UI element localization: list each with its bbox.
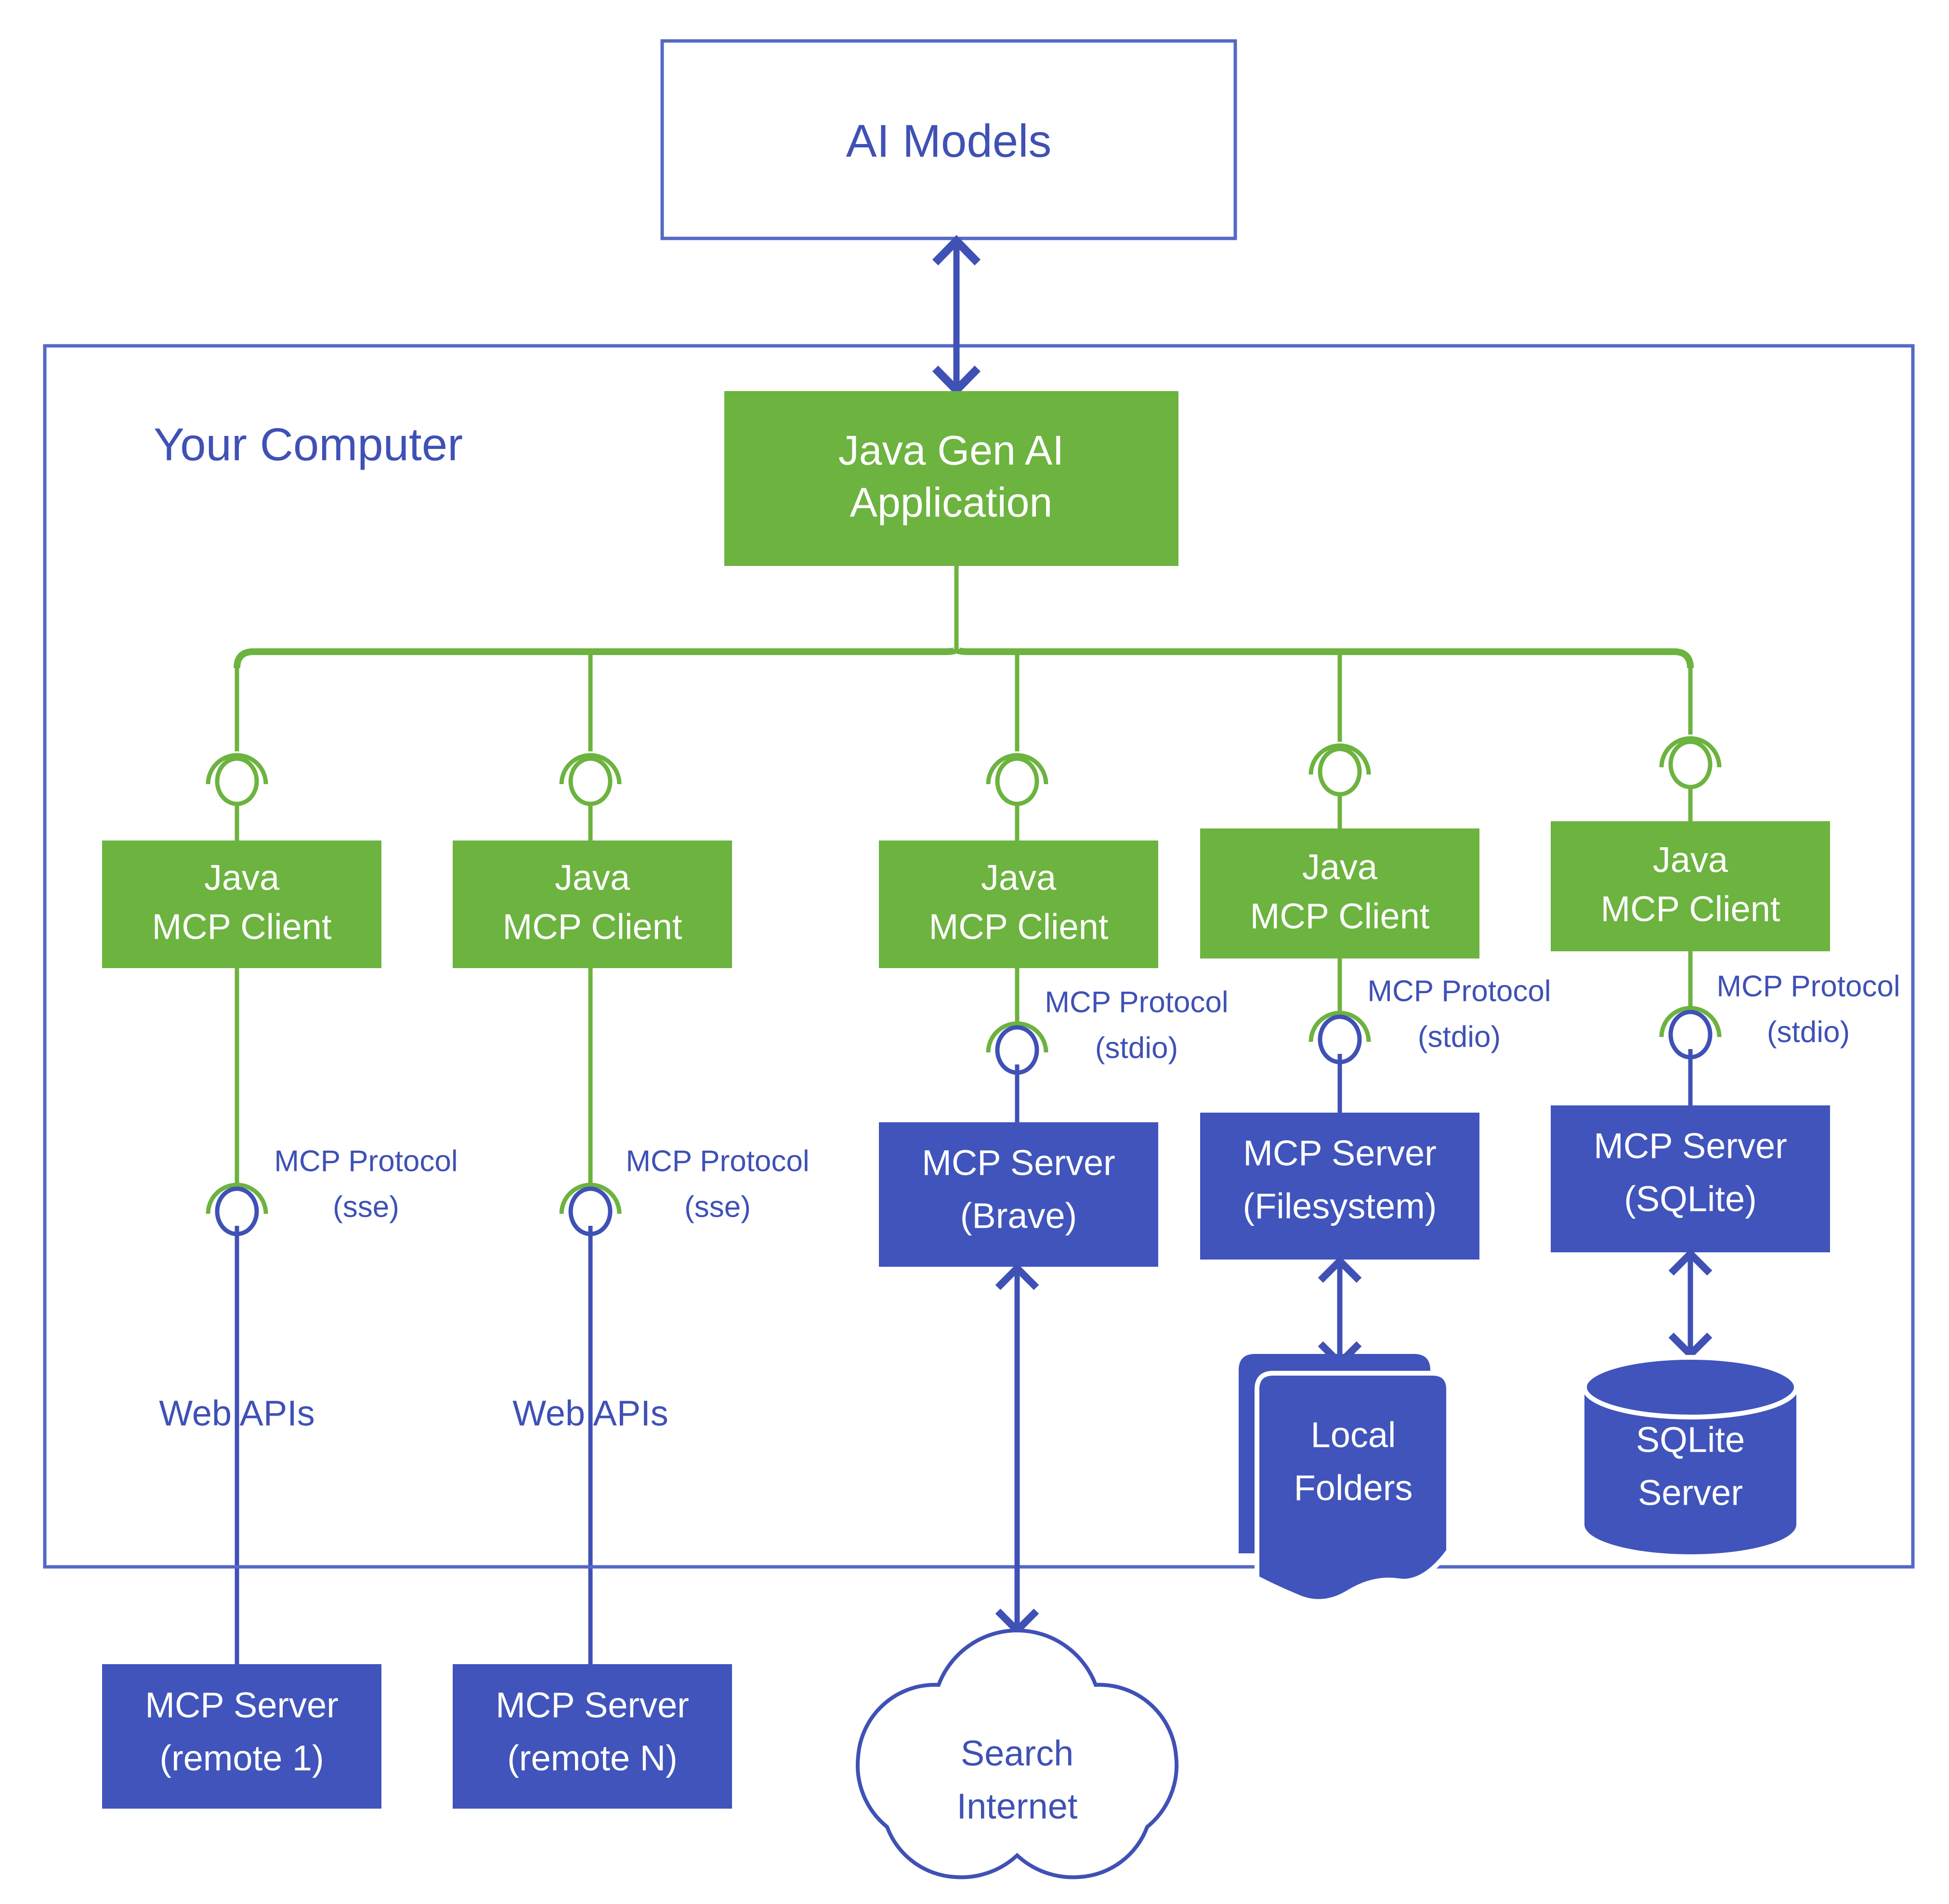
- protocol-label-stdio-2: MCP Protocol (stdio): [1367, 974, 1551, 1053]
- sqlite-server-icon[interactable]: SQLite Server: [1582, 1355, 1799, 1554]
- server-sqlite-line1: MCP Server: [1594, 1126, 1787, 1166]
- client-box-4[interactable]: [1200, 828, 1479, 959]
- application-label-line1: Java Gen AI: [838, 428, 1064, 474]
- client-1-label-line1: Java: [204, 858, 280, 898]
- proto-stdio-2-line2: (stdio): [1418, 1020, 1501, 1053]
- web-apis-label-2: Web APIs: [512, 1393, 668, 1433]
- client-5-label-line1: Java: [1653, 840, 1728, 880]
- client-2-label-line1: Java: [555, 858, 630, 898]
- ai-models-box: [660, 39, 1237, 240]
- client-4-label-line2: MCP Client: [1250, 896, 1430, 936]
- server-remote-n-line2: (remote N): [507, 1738, 678, 1778]
- java-mcp-client-1[interactable]: Java MCP Client: [102, 840, 381, 968]
- your-computer-boundary-box: [43, 344, 1915, 1569]
- java-mcp-client-3[interactable]: Java MCP Client: [879, 840, 1158, 968]
- socket-plug-icon-stdio-1: [986, 1021, 1048, 1075]
- server-brave-box[interactable]: [879, 1122, 1158, 1267]
- socket-plug-icon-3: [986, 753, 1048, 840]
- sqlite-server-line2: Server: [1638, 1473, 1743, 1513]
- socket-plug-icon-2: [559, 753, 622, 840]
- socket-plug-icon-5: [1659, 736, 1722, 821]
- protocol-label-sse-2: MCP Protocol (sse): [626, 1144, 809, 1223]
- socket-plug-icon-stdio-3: [1659, 1006, 1722, 1060]
- local-folders-line1: Local: [1311, 1415, 1396, 1455]
- server-remote-1-line1: MCP Server: [145, 1685, 339, 1725]
- your-computer-label: Your Computer: [154, 419, 463, 470]
- cloud-outline-shape: [855, 1628, 1179, 1879]
- ai-models-label: AI Models: [846, 115, 1052, 167]
- proto-stdio-1-line1: MCP Protocol: [1045, 985, 1228, 1019]
- java-mcp-client-2[interactable]: Java MCP Client: [453, 840, 732, 968]
- server-remote-1-box[interactable]: [102, 1664, 381, 1809]
- proto-sse-2-line1: MCP Protocol: [626, 1144, 809, 1178]
- java-mcp-client-4[interactable]: Java MCP Client: [1200, 828, 1479, 959]
- socket-plug-icon-stdio-2: [1308, 1011, 1371, 1064]
- client-box-2[interactable]: [453, 840, 732, 968]
- proto-sse-2-line2: (sse): [684, 1190, 751, 1223]
- server-sqlite-line2: (SQLite): [1624, 1179, 1757, 1219]
- server-remote-n-line1: MCP Server: [496, 1685, 689, 1725]
- server-brave-line2: (Brave): [960, 1196, 1077, 1236]
- java-mcp-client-5[interactable]: Java MCP Client: [1551, 821, 1830, 951]
- socket-plug-icon-sse-1: [206, 1182, 268, 1236]
- proto-stdio-3-line2: (stdio): [1767, 1015, 1850, 1049]
- folder-front-shape: [1255, 1371, 1451, 1604]
- client-to-sse-green-stems: [235, 968, 593, 1184]
- client-box-1[interactable]: [102, 840, 381, 968]
- mcp-server-remote-n[interactable]: MCP Server (remote N): [453, 1664, 732, 1809]
- cylinder-body: [1584, 1387, 1796, 1554]
- proto-sse-1-line1: MCP Protocol: [274, 1144, 458, 1178]
- cylinder-top-ellipse: [1582, 1355, 1799, 1419]
- ai-models-app-arrow: [932, 235, 981, 396]
- mcp-server-filesystem[interactable]: MCP Server (Filesystem): [1200, 1113, 1479, 1260]
- client-3-label-line1: Java: [981, 858, 1057, 898]
- server-sqlite-box[interactable]: [1551, 1105, 1830, 1252]
- search-internet-line2: Internet: [957, 1786, 1078, 1826]
- client-5-label-line2: MCP Client: [1601, 889, 1780, 929]
- server-remote-n-box[interactable]: [453, 1664, 732, 1809]
- java-gen-ai-application-box[interactable]: [724, 391, 1178, 566]
- application-label-line2: Application: [850, 480, 1053, 526]
- mcp-server-remote-1[interactable]: MCP Server (remote 1): [102, 1664, 381, 1809]
- web-apis-label-1: Web APIs: [159, 1393, 315, 1433]
- server-remote-1-line2: (remote 1): [159, 1738, 324, 1778]
- green-connector-tree: [234, 566, 1694, 751]
- server-filesystem-box[interactable]: [1200, 1113, 1479, 1260]
- server-brave-line1: MCP Server: [922, 1143, 1115, 1183]
- socket-symbols-stdio: [986, 1006, 1722, 1075]
- protocol-label-sse-1: MCP Protocol (sse): [274, 1144, 458, 1223]
- socket-plug-icon-4: [1308, 743, 1371, 828]
- client-3-label-line2: MCP Client: [929, 907, 1109, 947]
- local-folders-line2: Folders: [1294, 1468, 1413, 1508]
- client-4-label-line1: Java: [1302, 847, 1378, 887]
- proto-stdio-1-line2: (stdio): [1095, 1031, 1178, 1064]
- proto-sse-1-line2: (sse): [333, 1190, 399, 1223]
- client-to-stdio-green-stems: [1015, 951, 1693, 1022]
- socket-plug-icon-1: [206, 753, 268, 840]
- protocol-label-stdio-1: MCP Protocol (stdio): [1045, 985, 1228, 1064]
- protocol-label-stdio-3: MCP Protocol (stdio): [1716, 970, 1900, 1049]
- client-box-5[interactable]: [1551, 821, 1830, 951]
- sqlite-server-line1: SQLite: [1636, 1420, 1745, 1460]
- client-1-label-line2: MCP Client: [152, 907, 332, 947]
- mcp-server-sqlite[interactable]: MCP Server (SQLite): [1551, 1105, 1830, 1252]
- search-internet-line1: Search: [961, 1733, 1073, 1773]
- local-folders-icon[interactable]: Local Folders: [1239, 1354, 1451, 1604]
- server-filesystem-line2: (Filesystem): [1243, 1186, 1437, 1226]
- client-bus-line: [234, 647, 1694, 669]
- proto-stdio-2-line1: MCP Protocol: [1367, 974, 1551, 1008]
- socket-plug-icon-sse-2: [559, 1182, 622, 1236]
- socket-symbols-app-to-client: [206, 736, 1722, 840]
- proto-stdio-3-line1: MCP Protocol: [1716, 970, 1900, 1003]
- client-2-label-line2: MCP Client: [503, 907, 682, 947]
- server-filesystem-line1: MCP Server: [1243, 1133, 1437, 1173]
- socket-symbols-sse: [206, 1182, 622, 1236]
- mcp-server-brave[interactable]: MCP Server (Brave): [879, 1122, 1158, 1267]
- client-box-3[interactable]: [879, 840, 1158, 968]
- search-internet-cloud-icon[interactable]: Search Internet: [855, 1628, 1179, 1879]
